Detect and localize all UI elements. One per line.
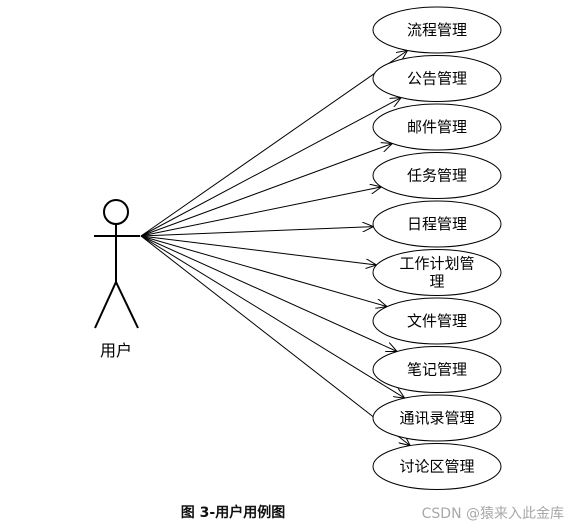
association-line [140, 235, 410, 446]
watermark: CSDN @猿来入此金库 [421, 506, 564, 522]
use-case: 讨论区管理 [372, 443, 502, 490]
actor-label: 用户 [100, 341, 132, 360]
use-case-ellipse [372, 200, 502, 248]
use-case: 公告管理 [372, 55, 502, 102]
actor-head [103, 199, 129, 225]
use-case-label: 理 [429, 273, 444, 291]
use-case: 任务管理 [372, 152, 502, 199]
association-line [140, 235, 377, 265]
use-case-ellipse [372, 6, 502, 54]
use-case-label: 邮件管理 [407, 118, 467, 136]
use-case: 邮件管理 [372, 103, 502, 151]
use-case-label: 流程管理 [407, 21, 467, 39]
use-case-label: 任务管理 [407, 167, 467, 185]
use-case-label: 工作计划管 [399, 255, 474, 273]
actor: 用户 [94, 199, 140, 360]
use-case: 笔记管理 [372, 346, 502, 393]
use-case-label: 日程管理 [407, 215, 467, 233]
association-line [140, 187, 381, 237]
use-case-ellipse [372, 297, 502, 345]
use-case-ellipse [372, 103, 502, 151]
use-case-ellipse [372, 443, 502, 490]
association-line [140, 144, 392, 237]
actor-right-leg [115, 281, 139, 329]
actor-left-leg [94, 281, 117, 329]
association-line [140, 98, 401, 237]
associations [140, 50, 410, 446]
association-line [140, 235, 397, 352]
use-case-ellipse [372, 152, 502, 199]
use-case-label: 笔记管理 [407, 361, 467, 379]
use-case: 日程管理 [372, 200, 502, 248]
use-case: 文件管理 [372, 297, 502, 345]
association-line [140, 50, 408, 237]
use-case: 流程管理 [372, 6, 502, 54]
association-line [140, 235, 405, 398]
use-case-ellipse [372, 346, 502, 393]
use-case-label: 文件管理 [407, 312, 467, 330]
use-case-label: 通讯录管理 [399, 409, 474, 427]
use-cases: 流程管理公告管理邮件管理任务管理日程管理工作计划管理文件管理笔记管理通讯录管理讨… [372, 6, 502, 490]
use-case: 通讯录管理 [372, 394, 502, 442]
use-case-ellipse [372, 249, 502, 296]
use-case-ellipse [372, 394, 502, 442]
association-line [140, 235, 387, 307]
use-case-label: 公告管理 [407, 70, 467, 88]
association-line [140, 227, 373, 237]
figure-caption: 图 3-用户用例图 [180, 505, 286, 521]
use-case-ellipse [372, 55, 502, 102]
use-case-label: 讨论区管理 [399, 458, 474, 476]
